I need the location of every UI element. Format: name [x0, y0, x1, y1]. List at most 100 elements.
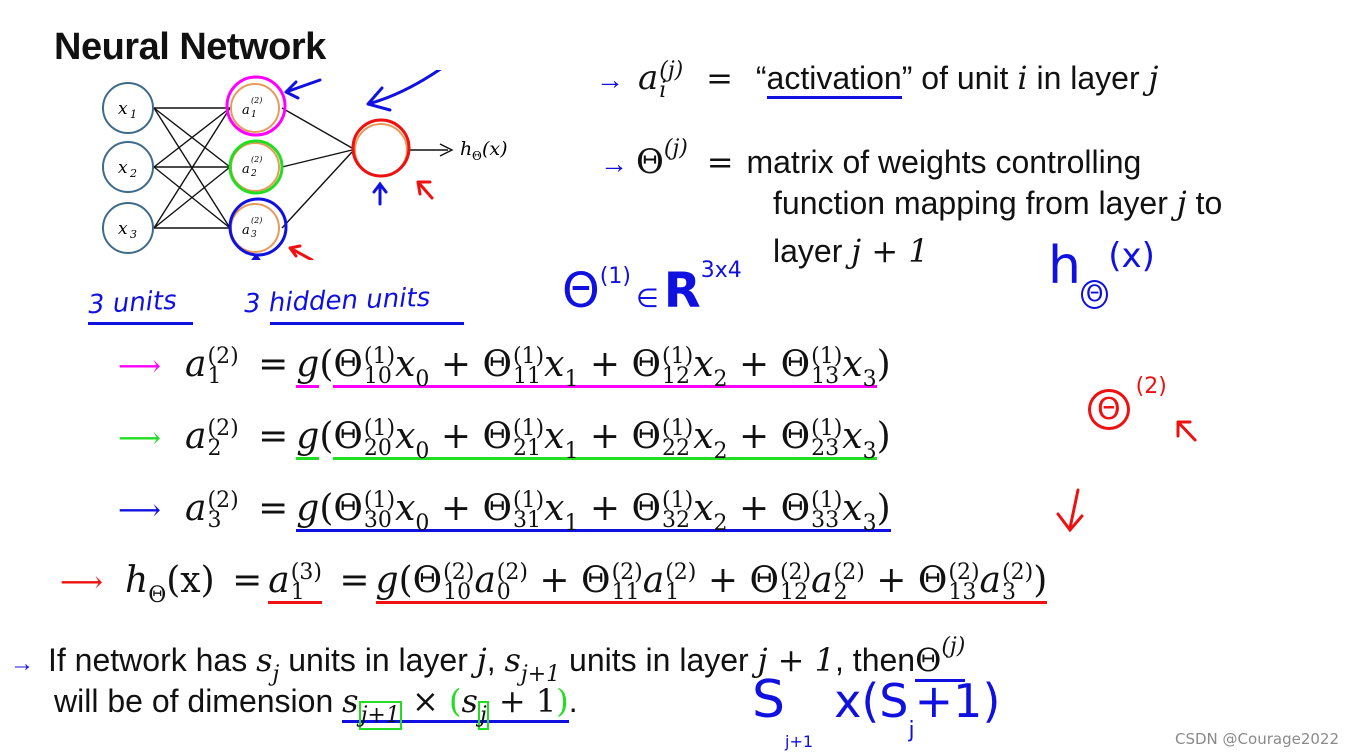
theta-definition-line-2: function mapping from layer j to: [773, 184, 1222, 222]
hidden-node-2: a 2 (2): [228, 139, 284, 195]
eq-g: g: [375, 560, 399, 601]
eq-theta-sup: (2): [948, 560, 980, 585]
eq-x: x: [693, 344, 714, 385]
hidden-node-sup: (2): [251, 216, 262, 225]
eq-theta: Θ: [482, 488, 512, 529]
eq-theta-sup: (2): [779, 560, 812, 585]
activation-equals: =: [706, 59, 733, 97]
eq-a: a: [811, 560, 833, 601]
eq-x: x: [395, 416, 416, 457]
hidden-node-sub: 3: [251, 230, 257, 240]
activation-lhs: a: [638, 58, 659, 98]
activation-i: i: [1017, 59, 1028, 97]
dimension-hand-annotation: Sj+1 x(Sj+1): [752, 670, 1000, 751]
hidden-units-annotation: 3 hidden units: [243, 282, 431, 320]
eq-a-sub: 1: [665, 580, 680, 605]
eq-x: x: [842, 344, 863, 385]
hand-arrow-blue: →: [600, 148, 628, 179]
hand-arrow-magenta: ⟶: [118, 349, 162, 384]
eq-x-sub: 2: [713, 511, 728, 536]
theta-line-3: layer: [773, 233, 843, 269]
rule-theta-sup: (j): [941, 634, 966, 659]
output-label: h Θ (x): [460, 138, 508, 163]
eq-lhs: a: [185, 344, 207, 385]
eq-x-sub: 3: [862, 439, 877, 464]
input-node-sub: 1: [130, 108, 137, 121]
rule-text: will be of dimension: [54, 683, 334, 719]
eq-x-sub: 1: [564, 511, 579, 536]
theta1-sup: (1): [599, 264, 631, 289]
eq-x-sub: 3: [862, 367, 877, 392]
rule-s-sub: j: [272, 662, 280, 687]
eq-theta-sup: (1): [512, 488, 545, 513]
eq-theta: Θ: [631, 416, 662, 457]
dim-hand-sub1: j+1: [785, 732, 814, 751]
dim-hand-end: +1): [914, 674, 1001, 728]
rule-text: units in layer: [288, 642, 468, 678]
eq-x: x: [842, 488, 863, 529]
theta2-arrows: [1056, 420, 1197, 533]
page-title: Neural Network: [54, 26, 326, 68]
input-node-label: x: [118, 158, 128, 178]
input-node-3: x 3: [102, 202, 154, 254]
eq-plus: +: [738, 488, 770, 529]
hand-arrows: [251, 70, 442, 260]
dim-hand-sub2: j: [908, 718, 915, 743]
rule-dimension-expr: sj+1 × (sj + 1): [342, 682, 569, 730]
eq-lhs: a: [185, 416, 207, 457]
eq-x: x: [544, 416, 565, 457]
eq-open: (: [319, 344, 334, 385]
eq-theta: Θ: [780, 488, 811, 529]
theta-lhs: Θ: [636, 142, 664, 182]
hidden-node-1: a 1 (2): [225, 75, 287, 137]
hand-arrow-blue: ⟶: [118, 493, 162, 528]
eq-a: a: [642, 560, 665, 601]
eq-theta: Θ: [482, 344, 512, 385]
theta2-base: Θ: [1088, 389, 1130, 430]
hidden-node-sup: (2): [251, 96, 262, 105]
theta1-dim: 3x4: [700, 258, 742, 283]
eq-theta-sup: (1): [662, 488, 694, 513]
theta-definition-line-3: layer j + 1: [773, 232, 929, 270]
eq-x: x: [693, 488, 714, 529]
eq-a1-sub: 1: [290, 580, 305, 605]
eq-theta-sub: 10: [443, 580, 472, 605]
hidden-node-3: a 3 (2): [228, 197, 288, 257]
eq-close: ): [876, 344, 891, 385]
theta-line-2-j: j: [1176, 184, 1187, 222]
rule-text: , then: [835, 642, 916, 678]
activation-j: j: [1148, 59, 1159, 97]
rule-s: s: [342, 682, 359, 720]
eq-equals: =: [258, 416, 289, 457]
eq-lhs-sup: (2): [207, 344, 239, 369]
input-units-annotation: 3 units: [87, 285, 178, 321]
eq-theta-sup: (1): [512, 344, 545, 369]
eq-a: a: [979, 560, 1002, 601]
eq-plus: +: [876, 560, 907, 601]
eq-a1-sup: (3): [290, 560, 322, 585]
rule-j1: j + 1: [757, 641, 836, 679]
eq-plus: +: [440, 344, 471, 385]
eq-x-sub: 3: [862, 511, 877, 536]
input-node-1: x 1: [102, 82, 154, 134]
eq-plus: +: [738, 416, 770, 457]
rule-s: s: [461, 682, 478, 720]
eq-plus: +: [589, 416, 621, 457]
eq-theta: Θ: [780, 416, 811, 457]
rule-comma: ,: [486, 642, 496, 678]
hidden-node-label: a: [242, 223, 250, 238]
rule-open: (: [448, 682, 462, 720]
h-theta-h: h: [1048, 236, 1081, 296]
eq-x: x: [544, 344, 565, 385]
eq-theta-sup: (1): [662, 344, 694, 369]
hidden-node-sup: (2): [251, 155, 262, 164]
eq-x-sub: 0: [415, 439, 430, 464]
theta1-in: ∈: [636, 284, 659, 314]
eq-a-sub: 3: [1002, 580, 1017, 605]
output-node: [351, 118, 411, 178]
eq-theta-sup: (1): [363, 416, 396, 441]
eq-theta-sup: (1): [363, 488, 396, 513]
eq-close: ): [876, 488, 891, 529]
